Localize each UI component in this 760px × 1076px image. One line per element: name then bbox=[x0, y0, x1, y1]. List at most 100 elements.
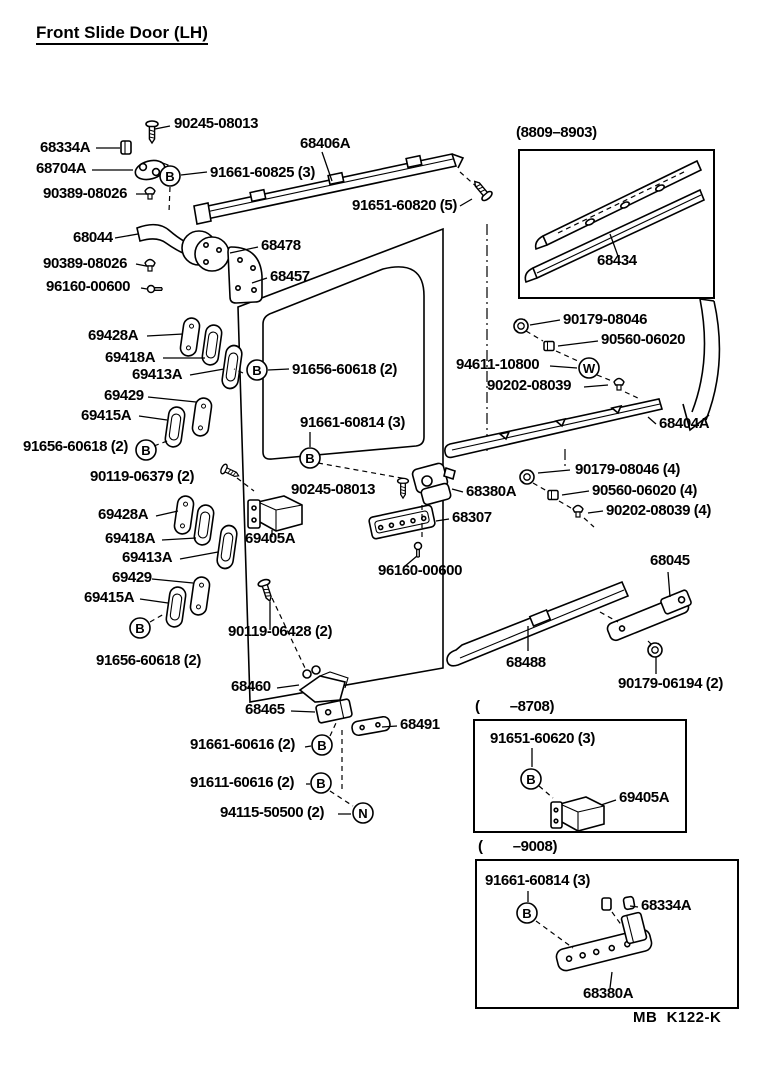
inset-early-header: (8809–8903) bbox=[516, 124, 597, 141]
svg-text:B: B bbox=[165, 169, 174, 184]
clip-90560-06020-icon bbox=[543, 340, 555, 352]
part-label-90389-08026: 90389-08026 bbox=[43, 255, 128, 272]
svg-text:B: B bbox=[135, 621, 144, 636]
latch-68704a-icon bbox=[134, 159, 169, 181]
part-label-90202-08039-4: 90202-08039 (4) bbox=[606, 502, 711, 519]
clip-90560-06020-icon bbox=[547, 489, 559, 501]
part-label-91661-60814: 91661-60814 (3) bbox=[300, 414, 405, 431]
bracket-68045-drawing bbox=[606, 589, 692, 642]
part-label-91651-60620: 91651-60620 (3) bbox=[490, 730, 595, 747]
grommet-90389-08026-icon bbox=[144, 258, 156, 272]
grommet-90202-08039-icon bbox=[613, 377, 625, 391]
fastener-code-bolt: B bbox=[311, 734, 333, 756]
part-label-69405a: 69405A bbox=[619, 789, 670, 806]
part-label-68406a: 68406A bbox=[300, 135, 351, 152]
plate-68478-drawing bbox=[181, 230, 230, 272]
fastener-code-bolt: B bbox=[299, 447, 321, 469]
plate-68457-drawing bbox=[227, 246, 263, 304]
part-label-68404a: 68404A bbox=[659, 415, 710, 432]
part-label-68465: 68465 bbox=[245, 701, 285, 718]
part-label-91611-60616: 91611-60616 (2) bbox=[190, 774, 295, 791]
svg-text:B: B bbox=[141, 443, 150, 458]
part-label-68045: 68045 bbox=[650, 552, 690, 569]
part-label-68307: 68307 bbox=[452, 509, 492, 526]
svg-text:N: N bbox=[358, 806, 367, 821]
part-label-68488: 68488 bbox=[506, 654, 546, 671]
part-label-94611-10800: 94611-10800 bbox=[456, 356, 540, 373]
svg-text:W: W bbox=[583, 361, 596, 376]
plate-68307-drawing bbox=[368, 504, 436, 540]
inset-early-production bbox=[518, 149, 715, 299]
leader-lines bbox=[92, 125, 671, 989]
part-label-68334a: 68334A bbox=[641, 897, 692, 914]
part-label-69413a: 69413A bbox=[122, 549, 173, 566]
part-label-90179-06194: 90179-06194 (2) bbox=[618, 675, 723, 692]
part-label-68460: 68460 bbox=[231, 678, 271, 695]
pads-lower-cluster bbox=[164, 494, 239, 629]
part-label-69418a: 69418A bbox=[105, 530, 156, 547]
part-label-90119-06428: 90119-06428 (2) bbox=[228, 623, 333, 640]
fastener-code-bolt: B bbox=[516, 902, 538, 924]
inset-9008-header: ( –9008) bbox=[478, 838, 558, 855]
svg-text:B: B bbox=[522, 906, 531, 921]
grommet-90202-08039-icon bbox=[572, 504, 584, 518]
grommet-90389-08026-icon bbox=[144, 186, 156, 200]
part-label-69428a: 69428A bbox=[88, 327, 139, 344]
fastener-code-bolt: B bbox=[520, 768, 542, 790]
screw-91651-60820-icon bbox=[469, 176, 495, 203]
rail-68406a-drawing bbox=[193, 153, 465, 225]
roller-68460-drawing bbox=[298, 665, 349, 703]
fastener-code-washer: W bbox=[578, 357, 600, 379]
fastener-code-bolt: B bbox=[159, 165, 181, 187]
part-label-90119-06379: 90119-06379 (2) bbox=[90, 468, 195, 485]
part-label-69405a: 69405A bbox=[245, 530, 296, 547]
inset-8708-header: ( –8708) bbox=[475, 698, 555, 715]
fastener-code-bolt: B bbox=[310, 772, 332, 794]
plate-68465-drawing bbox=[315, 698, 353, 724]
part-label-91651-60820: 91651-60820 (5) bbox=[352, 197, 457, 214]
svg-text:B: B bbox=[305, 451, 314, 466]
hinge-68380a-drawing bbox=[411, 462, 456, 506]
part-label-68380a: 68380A bbox=[583, 985, 634, 1002]
part-label-90560-06020: 90560-06020 bbox=[601, 331, 686, 348]
nut-90179-06194-icon bbox=[647, 642, 663, 658]
part-label-91656-60618: 91656-60618 (2) bbox=[292, 361, 397, 378]
dashed-lines bbox=[149, 171, 654, 949]
part-label-69428a: 69428A bbox=[98, 506, 149, 523]
bracket-69405a-drawing bbox=[247, 495, 303, 532]
svg-text:B: B bbox=[316, 776, 325, 791]
curved-arrow bbox=[682, 298, 721, 432]
part-label-68044: 68044 bbox=[73, 229, 113, 246]
part-label-94115-50500: 94115-50500 (2) bbox=[220, 804, 325, 821]
fastener-code-bolt: B bbox=[246, 359, 268, 381]
part-label-90560-06020-4: 90560-06020 (4) bbox=[592, 482, 697, 499]
part-label-90245-08013: 90245-08013 bbox=[174, 115, 259, 132]
door-panel-outline bbox=[237, 224, 488, 703]
page-title: Front Slide Door (LH) bbox=[36, 24, 208, 45]
svg-text:B: B bbox=[526, 772, 535, 787]
plate-68491-drawing bbox=[351, 715, 391, 737]
rail-68488-drawing bbox=[446, 580, 630, 667]
part-label-68434: 68434 bbox=[597, 252, 637, 269]
part-label-68457: 68457 bbox=[270, 268, 310, 285]
fastener-code-nut: N bbox=[352, 802, 374, 824]
part-label-68380a: 68380A bbox=[466, 483, 517, 500]
clip-68334a-icon bbox=[120, 140, 132, 155]
part-label-68334a: 68334A bbox=[40, 139, 91, 156]
screw-90245-08013-icon bbox=[145, 120, 159, 144]
part-label-96160-00600: 96160-00600 bbox=[46, 278, 131, 295]
part-label-69413a: 69413A bbox=[132, 366, 183, 383]
part-label-68491: 68491 bbox=[400, 716, 440, 733]
nut-90179-08046-icon bbox=[519, 469, 535, 485]
part-label-68704a: 68704A bbox=[36, 160, 87, 177]
part-label-90179-08046-4: 90179-08046 (4) bbox=[575, 461, 680, 478]
part-label-90179-08046: 90179-08046 bbox=[563, 311, 648, 328]
svg-text:B: B bbox=[317, 738, 326, 753]
inset-to-8708 bbox=[473, 719, 687, 833]
bolt-96160-00600-icon bbox=[413, 541, 423, 558]
fastener-code-bolt: B bbox=[135, 439, 157, 461]
part-label-69415a: 69415A bbox=[84, 589, 135, 606]
part-label-69429: 69429 bbox=[104, 387, 144, 404]
part-label-90389-08026: 90389-08026 bbox=[43, 185, 128, 202]
